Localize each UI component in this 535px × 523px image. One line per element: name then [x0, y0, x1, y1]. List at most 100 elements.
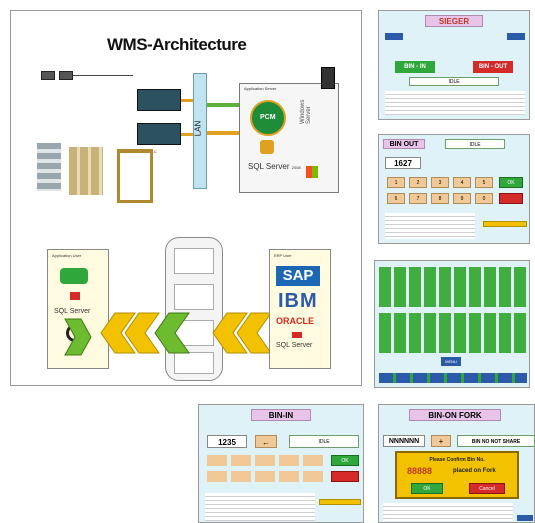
bin-in-status-bar: [319, 499, 361, 505]
pallet-stack-icon: [69, 147, 103, 195]
bin-out-idle-status: IDLE: [445, 139, 505, 149]
dialog-title: Please Confirm Bin No.: [429, 457, 485, 463]
pcm-icon: [250, 100, 286, 136]
chevron-icon: [212, 312, 248, 354]
key-0[interactable]: 0: [475, 193, 493, 204]
bin-in-value-field[interactable]: 1235: [207, 435, 247, 448]
bin-out-title: BIN OUT: [383, 139, 425, 149]
erp-user-box: ERP User SAP IBM ORACLE SQL Server: [269, 249, 331, 369]
idle-status: IDLE: [409, 77, 499, 86]
arrow-icon: [292, 332, 302, 338]
document-icon: [174, 248, 214, 274]
oracle-logo: ORACLE: [276, 316, 314, 326]
conveyor-icon: [37, 143, 61, 191]
lan-server-arrow: [207, 131, 251, 135]
key-8[interactable]: 8: [431, 193, 449, 204]
app-user-label: Application User: [52, 253, 82, 258]
bin-in-cancel-button[interactable]: [331, 471, 359, 482]
key-1[interactable]: 1: [387, 177, 405, 188]
key-2[interactable]: 2: [409, 177, 427, 188]
server-tower-icon: [321, 67, 335, 89]
grid-block-top: [379, 267, 527, 307]
windows-server-label: Windows Server: [300, 99, 312, 124]
plc-rack-icon: [137, 89, 181, 111]
pcm-label: PCM: [260, 114, 276, 121]
document-icon: [174, 284, 214, 310]
sieger-screen: SIEGER BIN - IN BIN - OUT IDLE: [378, 10, 530, 120]
logo-icon: [60, 268, 88, 284]
dialog-cancel-button[interactable]: Cancel: [469, 483, 505, 494]
grid-screen: MENU: [374, 260, 530, 388]
bin-in-idle-status: IDLE: [289, 435, 359, 448]
grid-block-bottom: [379, 313, 527, 353]
bin-in-table: [205, 493, 315, 521]
plc-lan-arrow: [181, 133, 193, 136]
bin-in-title: BIN-IN: [251, 409, 311, 421]
sql-server-version: 2008: [291, 165, 301, 170]
sap-logo: SAP: [276, 266, 320, 286]
plc-lan-arrow: [181, 99, 193, 102]
lan-label: LAN: [193, 120, 203, 137]
bin-on-fork-button[interactable]: [517, 515, 533, 521]
erp-user-label: ERP User: [274, 253, 292, 258]
key-4[interactable]: 4: [453, 177, 471, 188]
rack-crane-icon: [117, 149, 153, 203]
status-table: [385, 91, 525, 115]
dialog-ok-button[interactable]: OK: [411, 483, 443, 494]
bin-in-screen: BIN-IN 1235 ← IDLE OK: [198, 404, 364, 523]
key-5[interactable]: 5: [475, 177, 493, 188]
key-6[interactable]: 6: [387, 193, 405, 204]
bin-on-fork-value-field[interactable]: NNNNNN: [383, 435, 425, 447]
chevron-icon: [100, 312, 136, 354]
chevron-icon: [124, 312, 160, 354]
bin-out-screen: BIN OUT IDLE 1627 1 2 3 4 5 OK 6 7 8 9 0: [378, 134, 530, 244]
diagram-title: WMS-Architecture: [107, 35, 247, 54]
database-icon: [260, 140, 274, 154]
arrow-icon: [70, 292, 80, 300]
erp-sql-label: SQL Server: [276, 342, 313, 349]
bin-on-fork-table: [383, 503, 513, 521]
plus-button[interactable]: +: [431, 435, 451, 447]
application-server-box: Application Server PCM SQL Server 2008 W…: [239, 83, 339, 193]
bin-on-fork-title: BIN-ON FORK: [409, 409, 501, 421]
lan-bar: LAN: [193, 73, 207, 189]
wms-architecture-panel: WMS-Architecture LAN PLC Application Ser…: [10, 10, 362, 386]
cancel-button[interactable]: [499, 193, 523, 204]
key-7[interactable]: 7: [409, 193, 427, 204]
dialog-bin-value: 88888: [407, 466, 433, 476]
confirm-dialog: Please Confirm Bin No. 88888 placed on F…: [395, 451, 519, 499]
windows-logo-icon: [306, 166, 318, 178]
chevron-icon: [64, 318, 92, 356]
sql-server-label: SQL Server 2008: [248, 162, 301, 171]
top-button[interactable]: [385, 33, 403, 40]
keypad-row[interactable]: [207, 471, 325, 482]
key-9[interactable]: 9: [453, 193, 471, 204]
bin-on-fork-screen: BIN-ON FORK NNNNNN + BIN NO NOT SHARE Pl…: [378, 404, 535, 523]
bin-status-field: BIN NO NOT SHARE: [457, 435, 535, 447]
sieger-title: SIEGER: [425, 15, 483, 27]
workstation-icon: [59, 71, 73, 80]
backspace-button[interactable]: ←: [255, 435, 277, 448]
bin-out-table: [385, 213, 475, 239]
key-3[interactable]: 3: [431, 177, 449, 188]
ok-button[interactable]: OK: [499, 177, 523, 188]
keypad-row[interactable]: [207, 455, 325, 466]
workstation-icon: [41, 71, 55, 80]
menu-button[interactable]: MENU: [441, 357, 461, 366]
flow-chevrons: [64, 312, 294, 356]
network-line: [73, 75, 133, 76]
bin-in-button[interactable]: BIN - IN: [395, 61, 435, 73]
top-button[interactable]: [507, 33, 525, 40]
dialog-suffix: placed on Fork: [453, 468, 496, 474]
bin-out-status-bar: [483, 221, 527, 227]
bin-out-button[interactable]: BIN - OUT: [473, 61, 513, 73]
bin-out-value-field[interactable]: 1627: [385, 157, 421, 169]
ibm-logo: IBM: [278, 290, 318, 312]
bin-in-ok-button[interactable]: OK: [331, 455, 359, 466]
app-user-sql-label: SQL Server: [54, 308, 91, 315]
document-stack: [165, 237, 223, 381]
chevron-icon: [154, 312, 190, 354]
bottom-toolbar[interactable]: [379, 373, 527, 383]
document-icon: [174, 352, 214, 374]
lan-server-arrow: [207, 103, 251, 107]
